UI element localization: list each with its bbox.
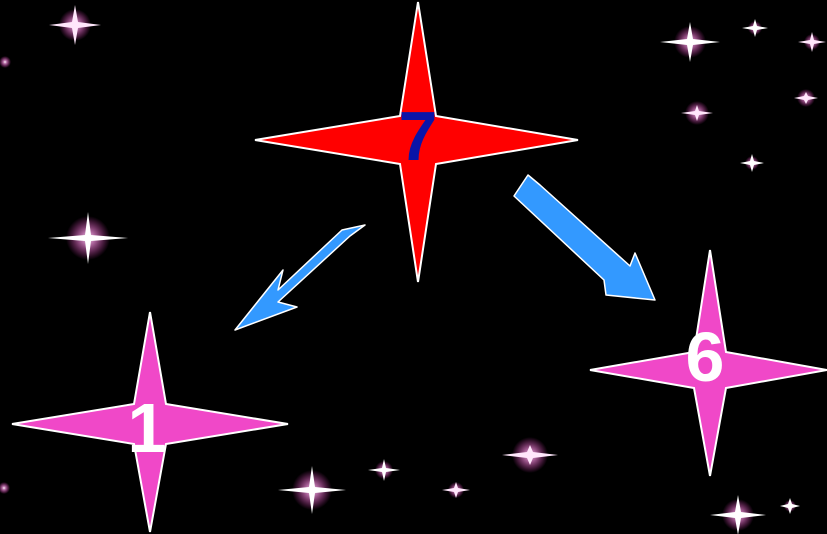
sparkle-icon (740, 154, 764, 172)
sparkle-icon (794, 89, 818, 107)
top-star-number: 7 (399, 101, 438, 171)
left-star-number: 1 (128, 393, 167, 463)
left-arrow-icon (235, 225, 365, 330)
sparkle-icon (660, 22, 720, 62)
sparkle-icon (368, 459, 400, 481)
sparkle-icon (0, 482, 10, 494)
sparkle-icon (780, 498, 800, 514)
sparkle-icon (0, 56, 11, 68)
sparkle-icon (742, 19, 768, 37)
right-star-number: 6 (686, 322, 725, 392)
sparkle-icon (798, 32, 826, 52)
sparkle-icon (502, 437, 558, 473)
sparkle-icon (49, 5, 101, 45)
sparkle-icon (48, 212, 128, 264)
sparkle-icon (442, 482, 470, 498)
sparkle-icon (710, 495, 766, 534)
sparkle-icon (278, 466, 346, 514)
right-arrow-icon (514, 175, 655, 300)
sparkle-icon (681, 101, 713, 125)
